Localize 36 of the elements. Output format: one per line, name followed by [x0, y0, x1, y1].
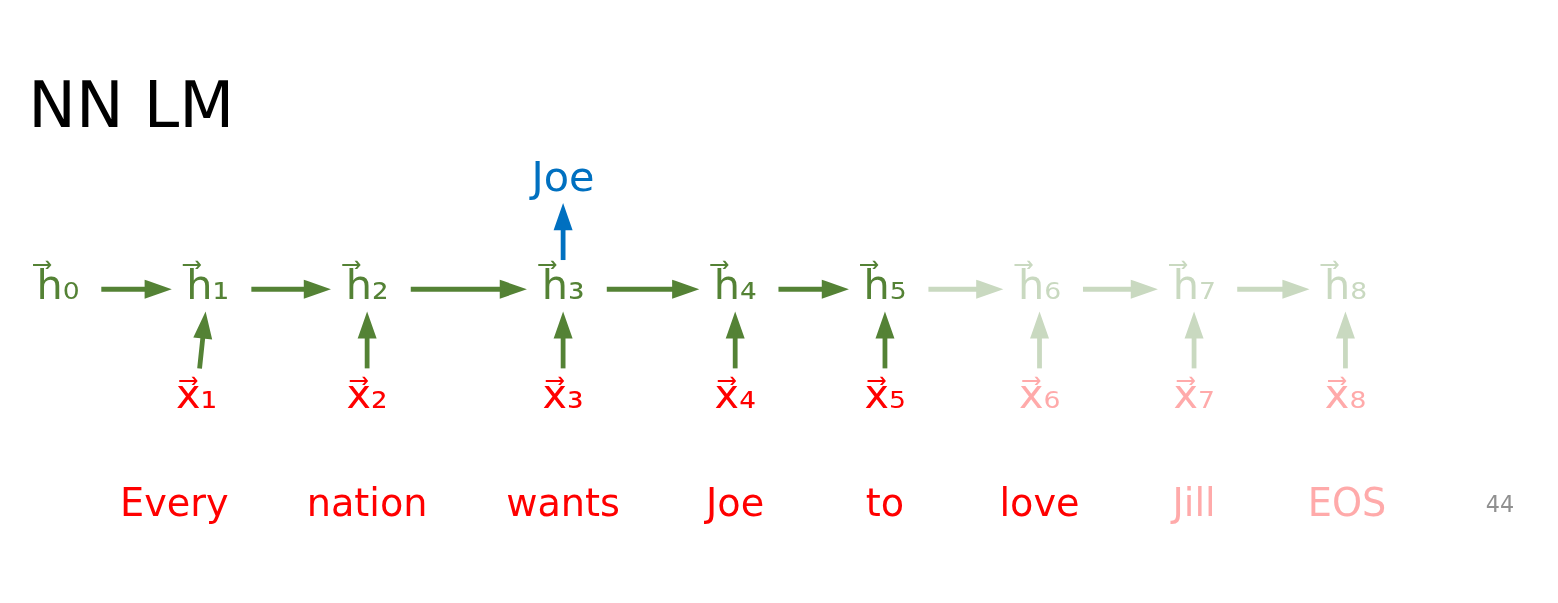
- arrow: [875, 310, 895, 368]
- label: Every: [120, 480, 229, 525]
- arrow: [193, 310, 213, 369]
- arrow: [553, 202, 573, 260]
- arrow: [1030, 310, 1049, 368]
- node-text: x⃗₁: [176, 369, 218, 418]
- arrow: [101, 279, 172, 299]
- arrow: [606, 279, 700, 299]
- arrow: [251, 279, 331, 299]
- label: nation: [306, 480, 428, 525]
- node-text: x⃗₄: [714, 369, 756, 418]
- arrow: [1237, 279, 1310, 299]
- node-text: x⃗₆: [1018, 369, 1061, 418]
- label: love: [999, 480, 1080, 525]
- arrow: [410, 279, 527, 299]
- node-text: Joe: [531, 152, 595, 201]
- arrow: [1184, 310, 1204, 368]
- arrow: [928, 279, 1004, 299]
- label: EOS: [1307, 480, 1387, 525]
- arrow: [725, 310, 745, 368]
- label: 44: [1485, 490, 1515, 517]
- arrow: [1335, 310, 1355, 368]
- node-text: x⃗₂: [346, 369, 388, 418]
- arrow: [1083, 279, 1158, 299]
- label: Jill: [1172, 480, 1216, 525]
- arrow: [553, 310, 573, 368]
- diagram-title: NN LM: [28, 67, 235, 142]
- label: wants: [506, 480, 621, 525]
- label: Joe: [706, 480, 765, 525]
- arrow: [357, 310, 377, 368]
- node-text: x⃗₇: [1173, 369, 1215, 418]
- arrow: [778, 279, 849, 299]
- node-text: x⃗₃: [542, 369, 584, 418]
- node-text: x⃗₈: [1324, 369, 1366, 418]
- node-text: x⃗₅: [864, 369, 906, 418]
- label: to: [865, 480, 905, 525]
